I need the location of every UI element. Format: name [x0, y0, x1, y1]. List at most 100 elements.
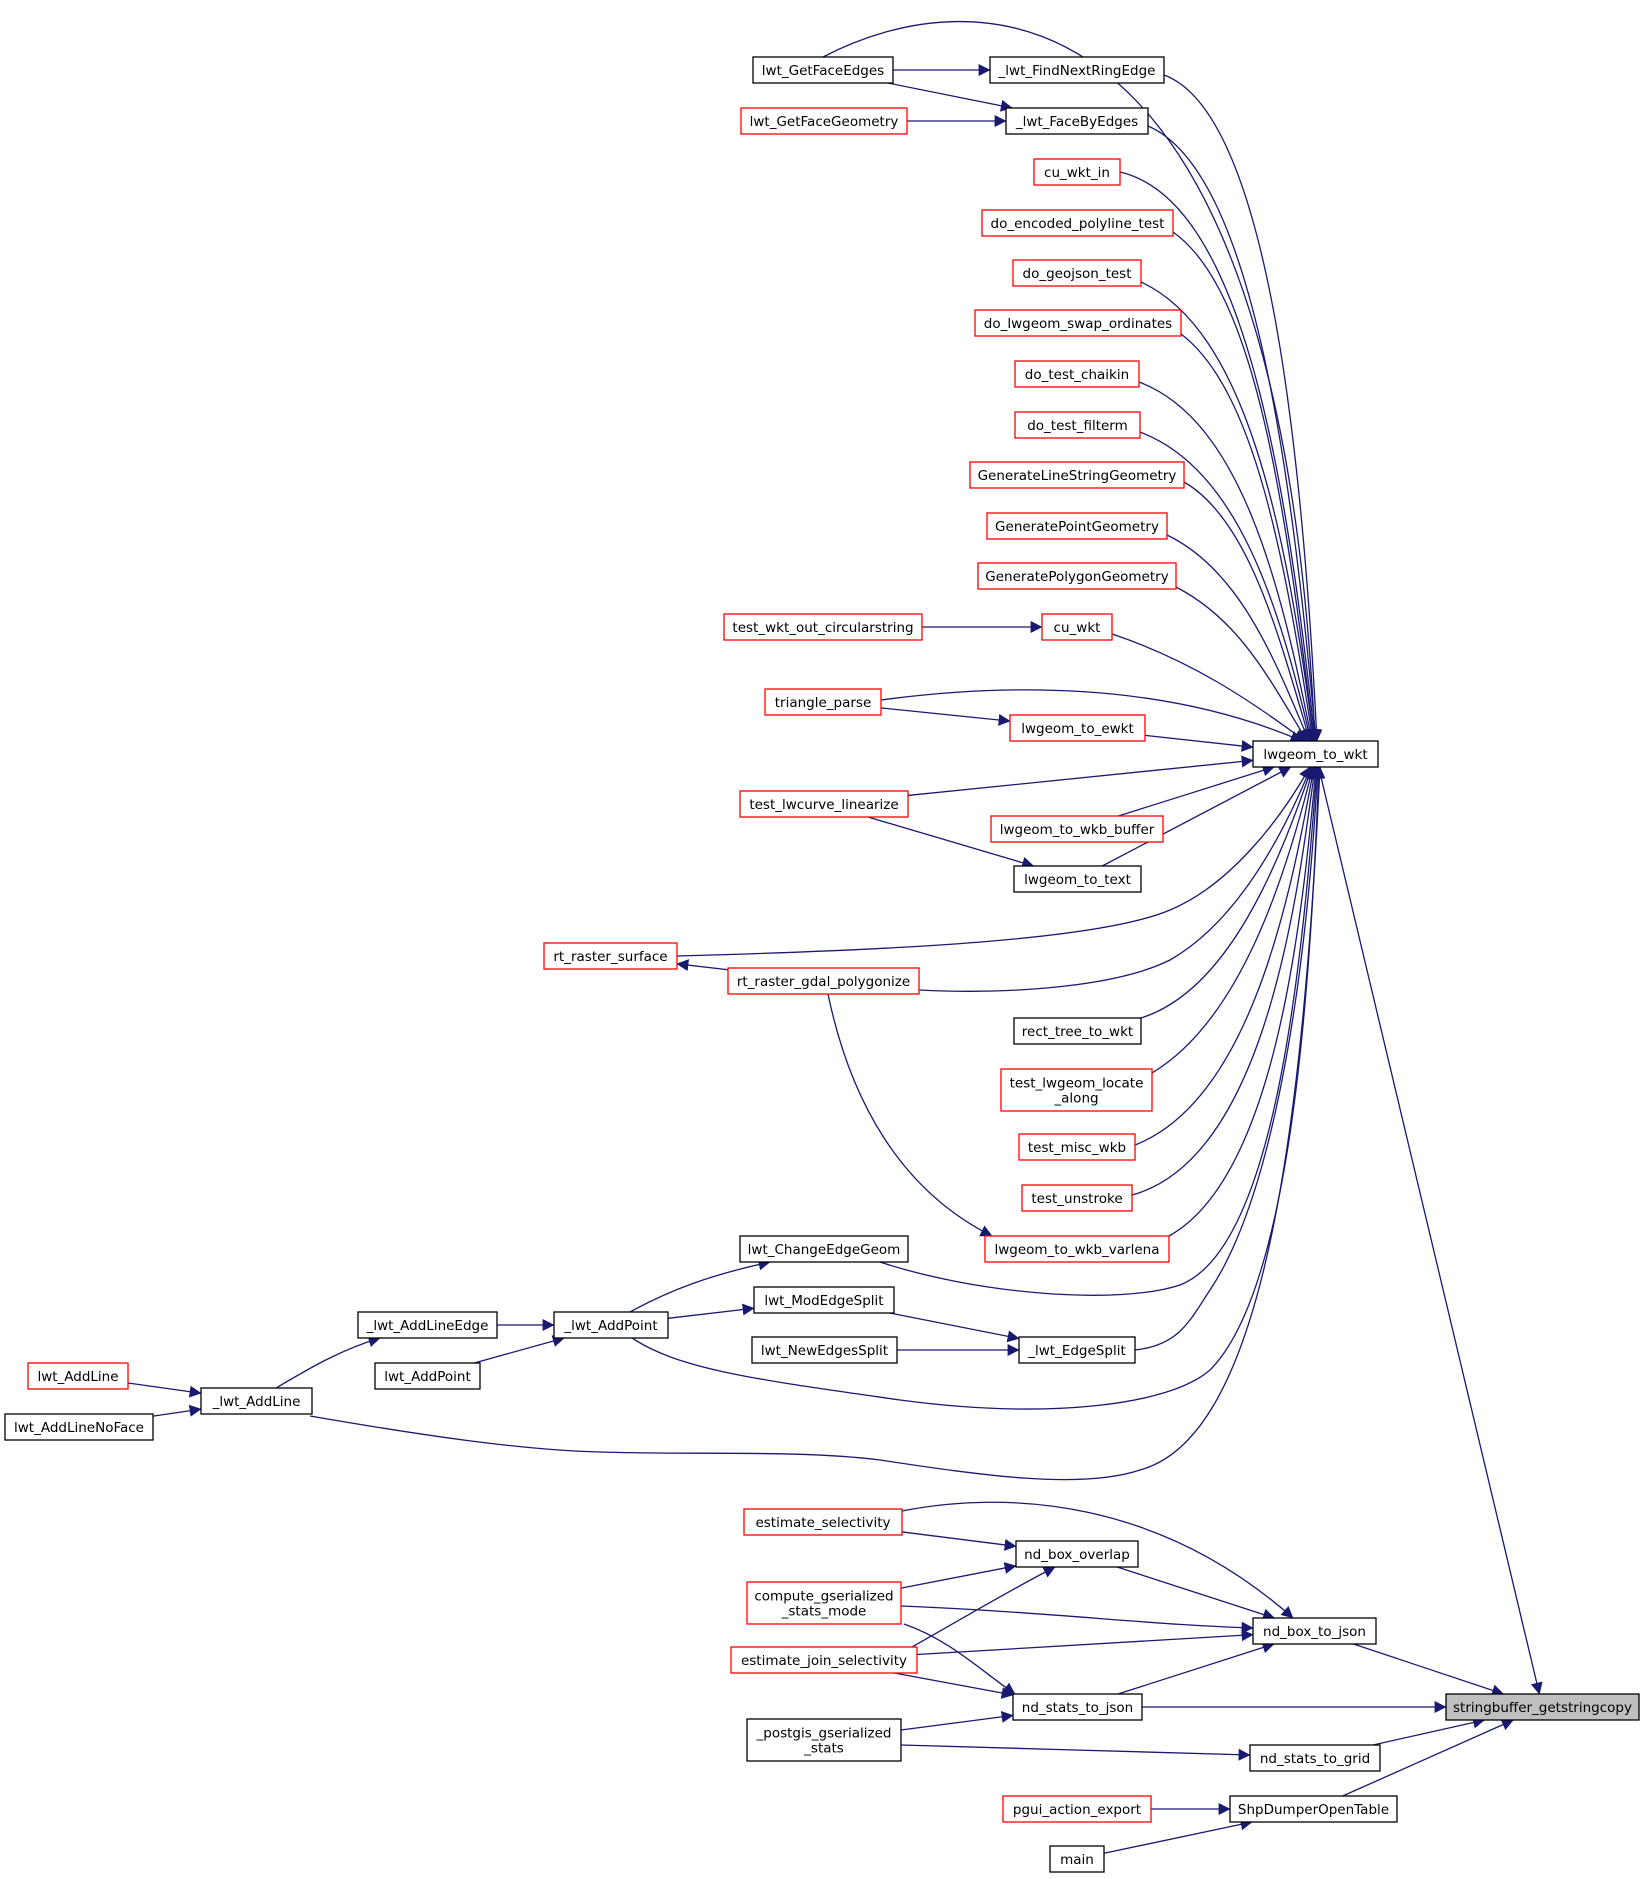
- node-box: [1012, 259, 1142, 287]
- node-lwt_ChangeEdgeGeom[interactable]: lwt_ChangeEdgeGeom: [739, 1235, 909, 1263]
- edge-compute_gserialized_stats_mode-to-nd_box_to_json: [900, 1605, 1254, 1634]
- node-label: do_lwgeom_swap_ordinates: [984, 316, 1172, 332]
- node-box: [746, 1581, 902, 1625]
- node-box: [730, 1646, 918, 1674]
- node-lwt_AddLine[interactable]: lwt_AddLine: [27, 1362, 129, 1390]
- edge-nd_box_overlap-to-nd_box_to_json: [1116, 1566, 1275, 1621]
- node-box: [1012, 1693, 1143, 1721]
- edge-_lwt_AddLine-to-_lwt_AddLineEdge: [275, 1335, 381, 1389]
- node-label: compute_gserialized: [754, 1589, 893, 1605]
- node-lwgeom_to_wkt[interactable]: lwgeom_to_wkt: [1252, 740, 1379, 768]
- node-nd_stats_to_grid[interactable]: nd_stats_to_grid: [1249, 1744, 1381, 1772]
- node-_postgis_gserialized_stats[interactable]: _postgis_gserialized_stats: [746, 1718, 902, 1762]
- edge-triangle_parse-to-lwgeom_to_wkt: [880, 689, 1303, 743]
- node-box: [374, 1362, 481, 1390]
- edge-GeneratePolygonGeometry-to-lwgeom_to_wkt: [1175, 586, 1308, 742]
- node-lwgeom_to_wkb_buffer[interactable]: lwgeom_to_wkb_buffer: [990, 815, 1164, 843]
- node-box: [1049, 1845, 1105, 1873]
- node-ShpDumperOpenTable[interactable]: ShpDumperOpenTable: [1229, 1795, 1398, 1823]
- node-_lwt_AddLine[interactable]: _lwt_AddLine: [200, 1387, 313, 1415]
- node-triangle_parse[interactable]: triangle_parse: [764, 688, 882, 716]
- node-box: [357, 1311, 498, 1339]
- edge-_lwt_FaceByEdges-to-lwgeom_to_wkt: [1147, 125, 1321, 742]
- node-lwgeom_to_text[interactable]: lwgeom_to_text: [1013, 865, 1142, 893]
- node-label: stringbuffer_getstringcopy: [1453, 1700, 1632, 1716]
- node-main[interactable]: main: [1049, 1845, 1105, 1873]
- edge-test_unstroke-to-lwgeom_to_wkt: [1131, 766, 1320, 1196]
- node-label: triangle_parse: [775, 695, 872, 711]
- edge-nd_box_to_json-to-stringbuffer_getstringcopy: [1353, 1643, 1505, 1697]
- edge-_lwt_EdgeSplit-to-lwgeom_to_wkt: [1134, 766, 1324, 1351]
- node-label: lwt_AddLineNoFace: [14, 1420, 144, 1436]
- edge-lwgeom_to_text-to-lwgeom_to_wkt: [1101, 766, 1292, 867]
- node-nd_box_to_json[interactable]: nd_box_to_json: [1252, 1617, 1377, 1645]
- node-box: [752, 56, 894, 84]
- node-lwt_AddPoint[interactable]: lwt_AddPoint: [374, 1362, 481, 1390]
- node-do_geojson_test[interactable]: do_geojson_test: [1012, 259, 1142, 287]
- edge-nd_stats_to_json-to-nd_box_to_json: [1117, 1641, 1275, 1695]
- node-lwt_GetFaceGeometry[interactable]: lwt_GetFaceGeometry: [740, 107, 908, 135]
- node-rt_raster_gdal_polygonize[interactable]: rt_raster_gdal_polygonize: [727, 967, 920, 995]
- node-_lwt_AddLineEdge[interactable]: _lwt_AddLineEdge: [357, 1311, 498, 1339]
- node-nd_box_overlap[interactable]: nd_box_overlap: [1015, 1540, 1139, 1568]
- node-cu_wkt[interactable]: cu_wkt: [1041, 613, 1113, 641]
- node-compute_gserialized_stats_mode[interactable]: compute_gserialized_stats_mode: [746, 1581, 902, 1625]
- node-test_unstroke[interactable]: test_unstroke: [1021, 1184, 1133, 1212]
- edge-rt_raster_gdal_polygonize-to-lwgeom_to_wkb_varlena: [827, 993, 993, 1237]
- node-label: test_wkt_out_circularstring: [732, 620, 913, 636]
- node-estimate_join_selectivity[interactable]: estimate_join_selectivity: [730, 1646, 918, 1674]
- node-_lwt_EdgeSplit[interactable]: _lwt_EdgeSplit: [1018, 1336, 1136, 1364]
- node-lwgeom_to_wkb_varlena[interactable]: lwgeom_to_wkb_varlena: [984, 1235, 1170, 1263]
- node-box: [1252, 740, 1379, 768]
- node-test_misc_wkb[interactable]: test_misc_wkb: [1018, 1133, 1136, 1161]
- node-rect_tree_to_wkt[interactable]: rect_tree_to_wkt: [1013, 1017, 1142, 1045]
- node-label: _lwt_FaceByEdges: [1015, 114, 1138, 130]
- node-box: [1000, 1068, 1153, 1112]
- node-label: pgui_action_export: [1013, 1802, 1141, 1818]
- node-label: _lwt_EdgeSplit: [1027, 1343, 1126, 1359]
- edge-_lwt_AddPoint-to-lwgeom_to_wkt: [631, 766, 1325, 1410]
- node-cu_wkt_in[interactable]: cu_wkt_in: [1033, 158, 1121, 186]
- node-_lwt_FaceByEdges[interactable]: _lwt_FaceByEdges: [1005, 107, 1149, 135]
- edge-_postgis_gserialized_stats-to-nd_stats_to_grid: [900, 1744, 1251, 1761]
- node-test_lwcurve_linearize[interactable]: test_lwcurve_linearize: [739, 790, 909, 818]
- node-label: test_lwgeom_locate: [1010, 1076, 1144, 1092]
- edge-estimate_selectivity-to-nd_box_overlap: [901, 1531, 1017, 1551]
- node-lwt_AddLineNoFace[interactable]: lwt_AddLineNoFace: [4, 1413, 154, 1441]
- node-label: do_test_filterm: [1027, 418, 1128, 434]
- node-do_encoded_polyline_test[interactable]: do_encoded_polyline_test: [981, 209, 1174, 237]
- edge-estimate_join_selectivity-to-nd_stats_to_json: [893, 1672, 1014, 1699]
- node-test_wkt_out_circularstring[interactable]: test_wkt_out_circularstring: [723, 613, 923, 641]
- node-label: GenerateLineStringGeometry: [978, 468, 1177, 484]
- node-estimate_selectivity[interactable]: estimate_selectivity: [743, 1508, 903, 1536]
- edge-lwgeom_to_wkb_buffer-to-lwgeom_to_wkt: [1118, 764, 1275, 817]
- node-box: [984, 1235, 1170, 1263]
- node-label: _lwt_FindNextRingEdge: [998, 63, 1156, 79]
- node-_lwt_FindNextRingEdge[interactable]: _lwt_FindNextRingEdge: [989, 56, 1165, 84]
- node-box: [1015, 1540, 1139, 1568]
- edge-triangle_parse-to-lwgeom_to_ewkt: [880, 707, 1011, 726]
- node-test_lwgeom_locate_along[interactable]: test_lwgeom_locate_along: [1000, 1068, 1153, 1112]
- node-box: [1018, 1336, 1136, 1364]
- node-label: cu_wkt_in: [1044, 165, 1110, 181]
- node-do_test_chaikin[interactable]: do_test_chaikin: [1014, 360, 1140, 388]
- node-lwt_GetFaceEdges[interactable]: lwt_GetFaceEdges: [752, 56, 894, 84]
- node-GenerateLineStringGeometry[interactable]: GenerateLineStringGeometry: [969, 461, 1185, 489]
- node-GeneratePointGeometry[interactable]: GeneratePointGeometry: [986, 512, 1168, 540]
- node-rt_raster_surface[interactable]: rt_raster_surface: [543, 942, 678, 970]
- node-_lwt_AddPoint[interactable]: _lwt_AddPoint: [553, 1311, 669, 1339]
- node-lwgeom_to_ewkt[interactable]: lwgeom_to_ewkt: [1009, 714, 1146, 742]
- edge-test_lwcurve_linearize-to-lwgeom_to_wkt: [907, 755, 1254, 797]
- node-stringbuffer_getstringcopy[interactable]: stringbuffer_getstringcopy: [1445, 1693, 1640, 1721]
- node-box: [739, 1235, 909, 1263]
- node-nd_stats_to_json[interactable]: nd_stats_to_json: [1012, 1693, 1143, 1721]
- node-do_test_filterm[interactable]: do_test_filterm: [1014, 411, 1141, 439]
- node-lwt_NewEdgesSplit[interactable]: lwt_NewEdgesSplit: [751, 1336, 898, 1364]
- node-box: [1002, 1795, 1152, 1823]
- node-pgui_action_export[interactable]: pgui_action_export: [1002, 1795, 1152, 1823]
- node-label: lwt_AddPoint: [384, 1369, 471, 1385]
- node-box: [1005, 107, 1149, 135]
- node-GeneratePolygonGeometry[interactable]: GeneratePolygonGeometry: [977, 562, 1177, 590]
- node-do_lwgeom_swap_ordinates[interactable]: do_lwgeom_swap_ordinates: [974, 309, 1182, 337]
- node-lwt_ModEdgeSplit[interactable]: lwt_ModEdgeSplit: [753, 1286, 895, 1314]
